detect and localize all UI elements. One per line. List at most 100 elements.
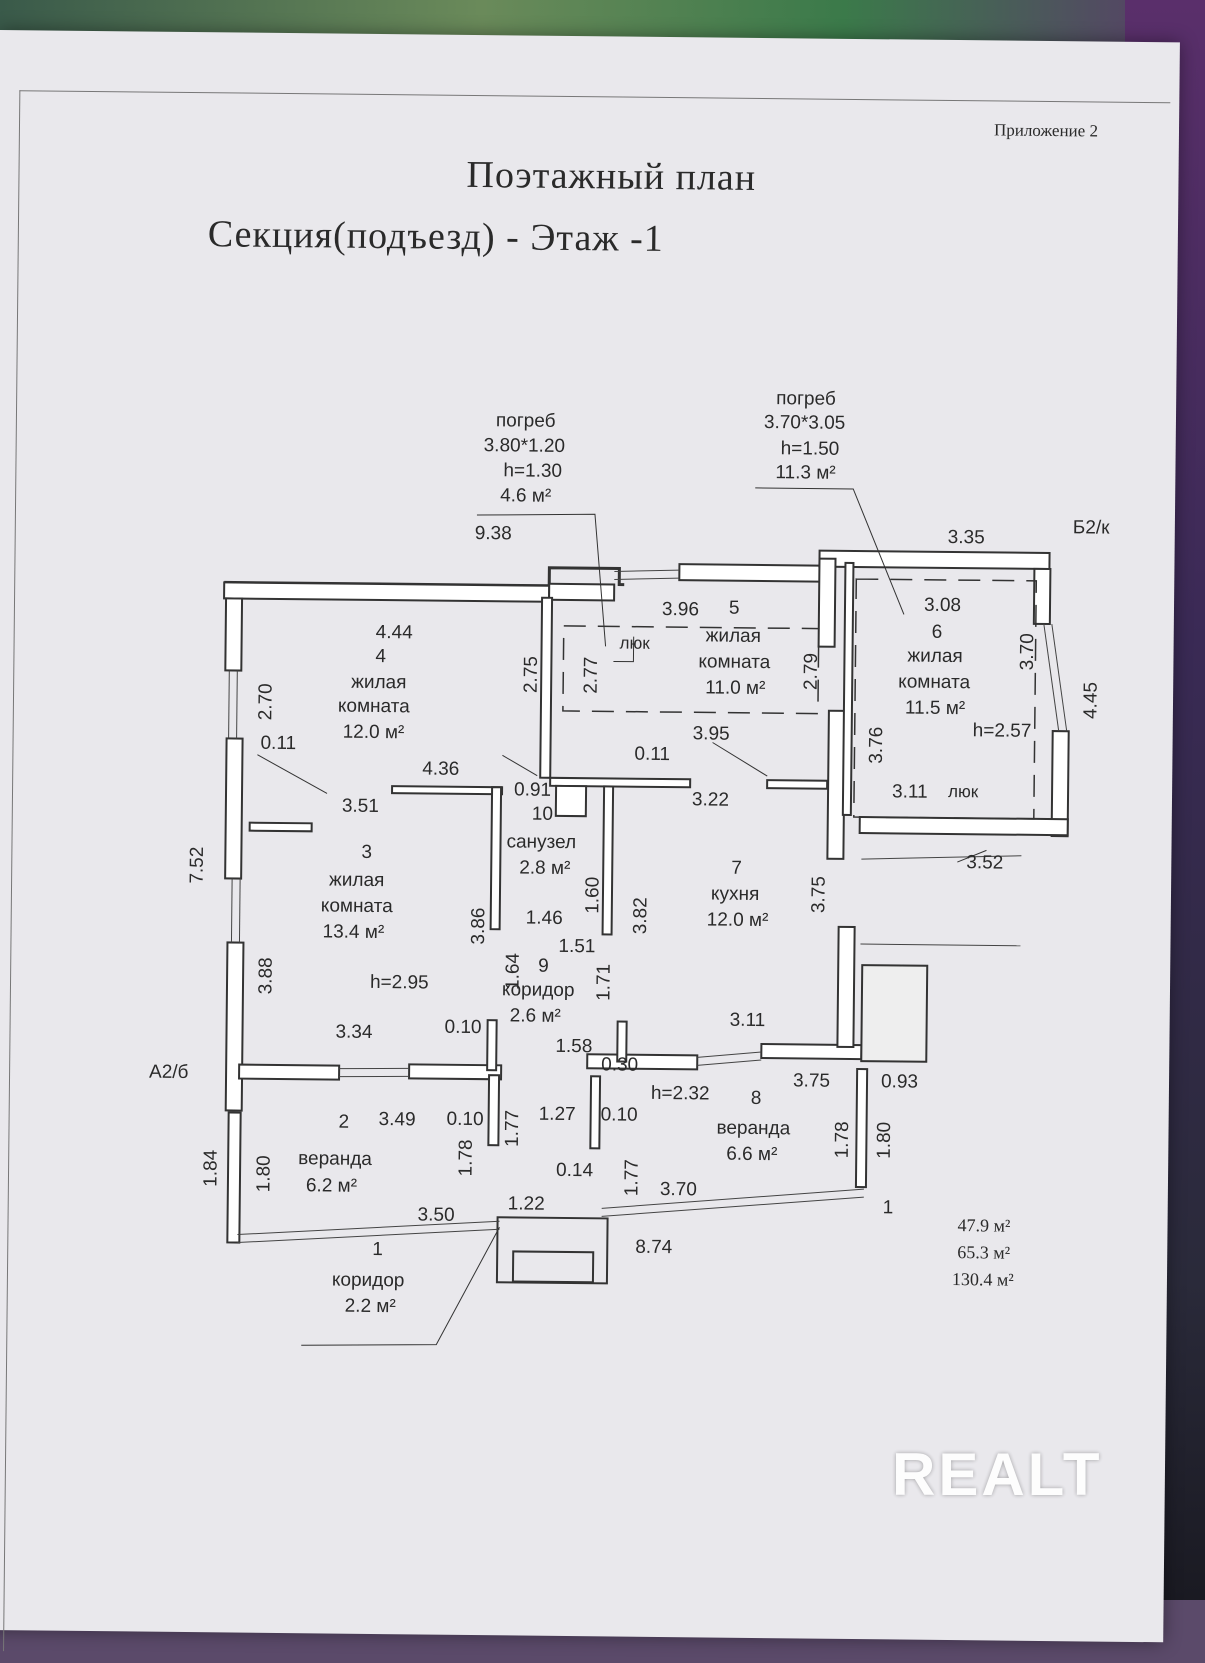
dim-label: 3.75	[808, 876, 830, 914]
wall	[841, 561, 855, 816]
dim-label: 9.38	[474, 522, 512, 545]
height-room3: h=2.95	[369, 971, 429, 994]
wall	[238, 1063, 341, 1081]
dim-label: 3.51	[341, 795, 379, 818]
dim-label: 4.36	[422, 758, 460, 780]
wall	[549, 776, 692, 789]
room-6-name2: комната	[898, 671, 971, 694]
windows	[228, 569, 1068, 1244]
dim-label: 2.70	[255, 683, 277, 721]
wall	[226, 1111, 242, 1244]
room-8-number: 8	[750, 1087, 762, 1110]
dim-label: 1.64	[502, 952, 524, 991]
dim-label: 3.70	[659, 1178, 697, 1201]
dim-label: 3.86	[467, 907, 490, 945]
room-2-area: 6.2 м²	[305, 1175, 358, 1197]
dim-label: 4.44	[375, 621, 413, 644]
dim-label: 1	[882, 1197, 894, 1219]
room-1-number: 1	[372, 1238, 383, 1261]
leader-lines	[257, 487, 987, 1346]
room-6-number: 6	[931, 621, 943, 643]
room-3-area: 13.4 м²	[322, 921, 385, 944]
cellar-left-height: h=1.30	[503, 460, 563, 482]
dim-label: 1.80	[873, 1121, 896, 1159]
wall	[539, 596, 554, 779]
dim-label: 0.11	[634, 743, 671, 766]
room-10-area: 2.8 м²	[519, 857, 571, 880]
axis-a2b: А2/б	[148, 1061, 189, 1084]
dim-label: 7.52	[186, 846, 208, 884]
dim-label: 3.76	[865, 726, 888, 764]
dim-label: 2.75	[520, 655, 542, 694]
dim-label: 3.35	[947, 526, 985, 549]
dim-label: 1.71	[593, 963, 615, 1001]
cellar-right-area: 11.3 м²	[775, 462, 836, 484]
height-room6: h=2.57	[972, 720, 1032, 742]
cellar-right-height: h=1.50	[780, 438, 840, 460]
dim-label: 1.84	[200, 1149, 222, 1187]
dim-label: 1.22	[507, 1193, 545, 1215]
wall	[223, 581, 551, 603]
room-2-name: веранда	[298, 1148, 373, 1170]
room-6-name: жилая	[907, 645, 963, 668]
wall	[391, 785, 504, 796]
dim-label: 0.11	[260, 732, 297, 755]
room-3-name2: комната	[320, 895, 393, 918]
dim-label: 0.14	[555, 1159, 594, 1182]
dim-label: 3.49	[378, 1109, 416, 1131]
dim-label: 2.79	[800, 652, 823, 691]
room-4-number: 4	[375, 645, 387, 668]
dim-label: 0.91	[513, 779, 552, 801]
room-10-name: санузел	[506, 831, 577, 854]
dim-label: 3.70	[1016, 633, 1039, 671]
room-1-name: коридор	[331, 1269, 405, 1292]
wall	[548, 582, 616, 602]
room-5-number: 5	[728, 597, 740, 619]
room-4-area: 12.0 м²	[342, 721, 405, 744]
dim-label: 3.34	[335, 1021, 373, 1043]
room-5-name2: комната	[698, 651, 771, 674]
dim-label: 1.77	[501, 1109, 524, 1148]
stairs	[860, 964, 929, 1063]
dim-label: 3.11	[729, 1009, 766, 1032]
wall	[854, 1068, 869, 1189]
wall	[589, 1075, 602, 1150]
dim-label: 1.27	[538, 1103, 576, 1126]
dim-label: 1.80	[253, 1155, 275, 1193]
cellar-outlines	[562, 578, 1038, 820]
dim-label: 3.08	[923, 594, 962, 617]
room-10-number: 10	[531, 803, 554, 825]
wall	[248, 821, 313, 833]
room-3-name: жилая	[329, 869, 385, 892]
ventilation-shaft	[554, 784, 588, 818]
cellar-right-size: 3.70*3.05	[763, 412, 846, 434]
room-8-area: 6.6 м²	[726, 1143, 778, 1166]
dim-label: 3.22	[691, 789, 730, 811]
cellar-left-area: 4.6 м²	[500, 485, 552, 507]
room-3-number: 3	[361, 841, 373, 863]
wall	[486, 1019, 498, 1072]
room-7-name: кухня	[710, 883, 760, 905]
wall	[858, 816, 1069, 837]
dim-label: 0.10	[444, 1016, 482, 1039]
hatch-label-room6: люк	[947, 781, 979, 802]
total-living-area: 47.9 м²	[957, 1215, 1011, 1236]
dim-label: 1.46	[525, 907, 563, 929]
room-7-number: 7	[731, 857, 742, 879]
dim-label: 3.52	[966, 852, 1004, 874]
dim-label: 0.10	[446, 1108, 484, 1131]
wall	[678, 563, 831, 583]
dim-label: 3.50	[417, 1204, 455, 1226]
wall	[817, 557, 837, 648]
dim-label: 1.78	[831, 1121, 854, 1159]
dim-label: 1.78	[455, 1139, 477, 1177]
dim-label: 3.75	[792, 1070, 831, 1092]
dim-label: 0.10	[600, 1104, 638, 1126]
room-4-name2: комната	[337, 695, 410, 718]
dim-label: 1.77	[621, 1159, 643, 1197]
dim-label: 3.11	[891, 781, 928, 803]
room-5-name: жилая	[705, 625, 762, 648]
axis-b2k: Б2/к	[1072, 517, 1110, 539]
dim-label: 8.74	[635, 1236, 673, 1259]
cellar-right-label: погреб	[776, 388, 836, 410]
